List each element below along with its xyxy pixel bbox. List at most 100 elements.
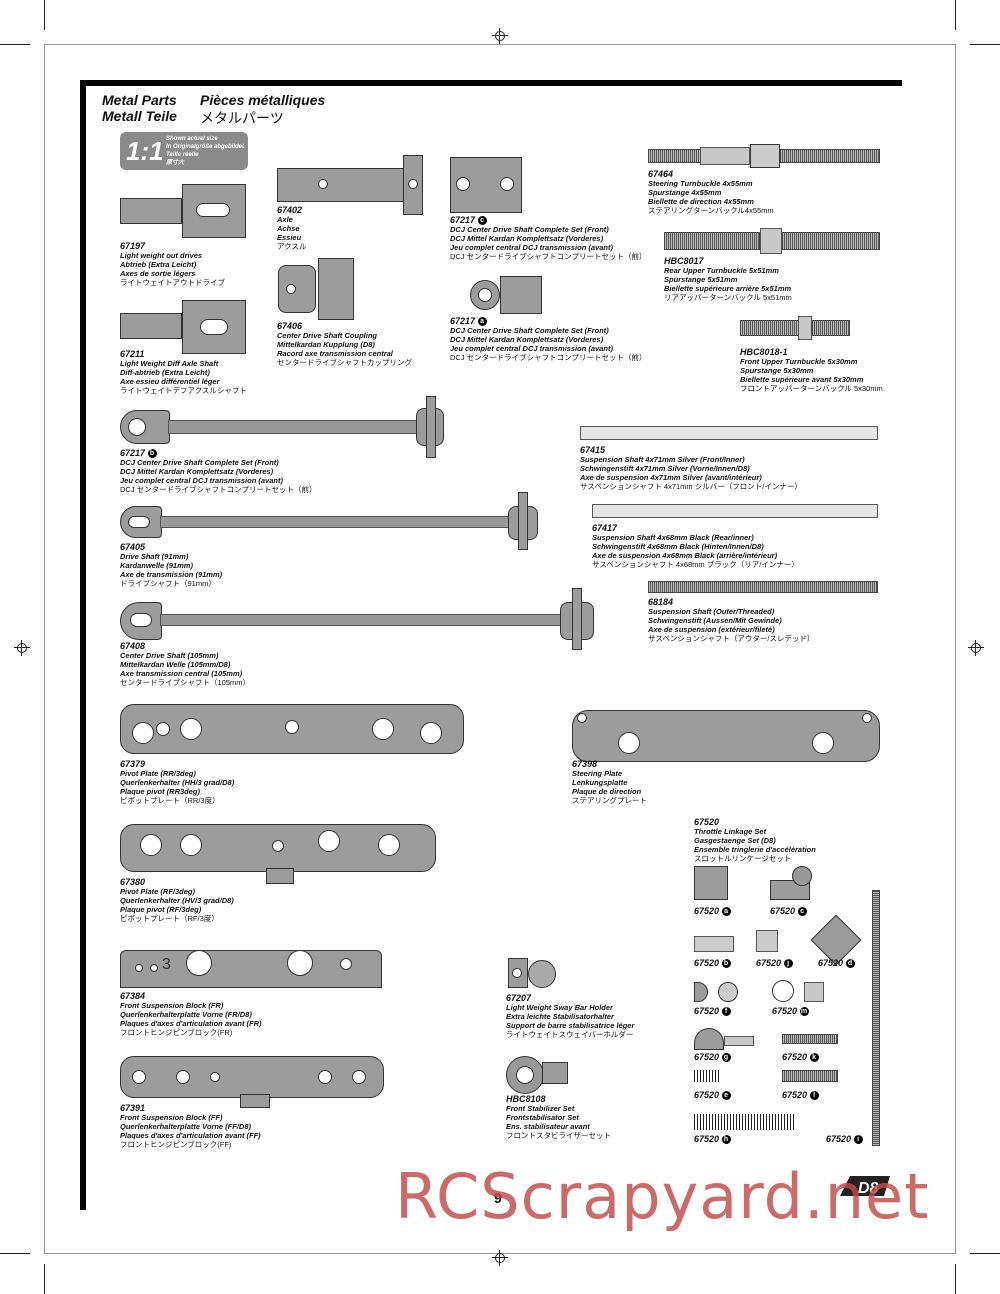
crop-mark [955, 0, 956, 30]
stabilizer-screw [542, 1062, 568, 1084]
registration-mark-top [492, 28, 508, 44]
block-hole [287, 950, 313, 976]
registration-mark-right [968, 640, 984, 656]
crop-mark [44, 1264, 45, 1294]
pivot-hole [156, 722, 170, 736]
center-shaft-pin [572, 588, 582, 650]
pin-hole [318, 179, 328, 189]
pivot-hole [272, 840, 284, 852]
throttle-label-e: 67520 e [694, 1090, 731, 1101]
d8-logo: D8 [836, 1170, 896, 1200]
drive-shaft-pin [518, 492, 528, 550]
suspension-block-fr-drawing [120, 950, 382, 988]
throttle-part-f-washer [718, 982, 738, 1002]
throttle-label-m: 67520 m [772, 1006, 809, 1017]
plate-hole [618, 732, 640, 754]
throttle-part-l-drawing [782, 1070, 838, 1082]
block-hole [352, 1070, 366, 1084]
axle-drawing [277, 168, 405, 202]
plate-hole [862, 713, 872, 723]
throttle-part-e-drawing [694, 1070, 720, 1082]
turnbuckle-center [798, 316, 812, 340]
block-hole [150, 964, 158, 972]
plate-mark-3: 3 [162, 956, 171, 973]
pivot-hole [180, 718, 202, 740]
watermark: RCScrapyard.net [395, 1160, 930, 1233]
throttle-part-m-drawing [772, 980, 794, 1002]
throttle-part-c-ring [792, 866, 812, 886]
coupling-side-drawing [318, 258, 354, 320]
sway-bar-ball [528, 960, 556, 988]
throttle-part-h-drawing [694, 1114, 796, 1130]
steering-plate-drawing [572, 710, 880, 762]
throttle-part-f-drawing [694, 982, 708, 1002]
pivot-hole [318, 830, 340, 852]
throttle-label-c: 67520 c [770, 906, 807, 917]
throttle-part-j-drawing [756, 930, 778, 952]
throttle-label-b: 67520 b [694, 958, 731, 969]
crop-mark [0, 1253, 30, 1254]
slot-hole [200, 319, 228, 335]
stabilizer-hole [516, 1066, 534, 1084]
pin-hole [456, 177, 470, 191]
suspension-shaft-4x68-drawing [592, 504, 878, 518]
turnbuckle-hex [750, 144, 780, 168]
throttle-label-g: 67520 g [694, 1052, 731, 1063]
throttle-part-g-rod [724, 1036, 754, 1046]
pivot-hole [378, 834, 400, 856]
turnbuckle-5x30-drawing [740, 320, 800, 336]
pin-hole [286, 284, 296, 294]
header-rule [80, 80, 902, 86]
block-hole [340, 958, 352, 970]
slot-hole [130, 613, 152, 627]
outdrive-cup-drawing [182, 184, 246, 238]
pivot-hole [420, 722, 442, 744]
plate-hole [577, 713, 587, 723]
block-hole [186, 950, 212, 976]
turnbuckle-thread [782, 232, 880, 250]
crop-mark [970, 44, 1000, 45]
pivot-plate-tab [266, 868, 294, 884]
block-hole [132, 1070, 146, 1084]
page-number: 9 [494, 1190, 502, 1206]
turnbuckle-5x51-drawing [664, 232, 760, 250]
turnbuckle-thread [780, 149, 880, 163]
crop-mark [0, 44, 30, 45]
title-de: Metall Teile [102, 108, 177, 124]
block-hole [176, 1070, 190, 1084]
throttle-label-d: 67520 d [818, 958, 855, 969]
pivot-hole [372, 718, 394, 740]
pivot-hole [180, 834, 202, 856]
block-hole [210, 1072, 220, 1082]
outdrive-shaft-drawing [120, 198, 182, 224]
title-fr: Pièces métalliques [200, 92, 326, 108]
suspension-shaft-threaded-drawing [648, 581, 878, 593]
crop-mark [970, 1253, 1000, 1254]
throttle-label-l: 67520 l [782, 1090, 819, 1101]
pin-hole [408, 179, 418, 189]
slot-hole [128, 516, 150, 528]
title-jp: メタルパーツ [200, 110, 284, 126]
turnbuckle-center [700, 147, 750, 165]
block-tab [240, 1094, 270, 1108]
pin-hole [500, 177, 514, 191]
side-rule [80, 80, 86, 1210]
pivot-hole [285, 720, 299, 734]
block-hole [318, 1070, 332, 1084]
throttle-label-f: 67520 f [694, 1006, 731, 1017]
